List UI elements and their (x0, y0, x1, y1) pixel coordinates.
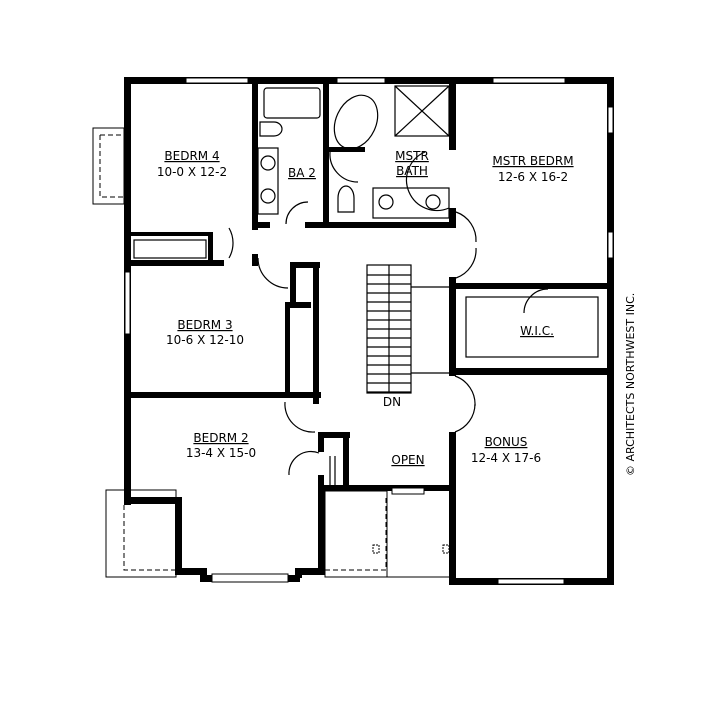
room-size-bedrm3: 10-6 X 12-10 (166, 333, 244, 347)
room-labels: BEDRM 4 10-0 X 12-2 BA 2 MSTR BATH MSTR … (157, 149, 574, 467)
shower (394, 85, 450, 137)
room-name-bedrm3: BEDRM 3 (177, 318, 232, 332)
wic-shelf (465, 296, 599, 358)
stair (366, 264, 449, 394)
room-name-mstr-bedrm: MSTR BEDRM (492, 154, 573, 168)
room-size-bedrm4: 10-0 X 12-2 (157, 165, 227, 179)
windows (124, 77, 614, 585)
decks (92, 127, 450, 578)
room-name-ba2: BA 2 (288, 166, 316, 180)
room-name-mstr-bath-2: BATH (396, 164, 428, 178)
room-name-open: OPEN (391, 453, 424, 467)
room-size-bedrm2: 13-4 X 15-0 (186, 446, 256, 460)
room-name-bedrm2: BEDRM 2 (193, 431, 248, 445)
room-size-mstr-bedrm: 12-6 X 16-2 (498, 170, 568, 184)
room-name-wic: W.I.C. (520, 324, 554, 338)
oval-tub (333, 94, 379, 150)
interior-walls (124, 84, 614, 491)
stair-label: DN (383, 395, 401, 409)
room-size-bonus: 12-4 X 17-6 (471, 451, 541, 465)
room-name-bonus: BONUS (485, 435, 528, 449)
watermark: © ARCHITECTS NORTHWEST INC. (624, 293, 637, 476)
toilet-ba2 (259, 121, 283, 137)
room-name-bedrm4: BEDRM 4 (164, 149, 219, 163)
toilet-mstr (337, 185, 355, 213)
fixtures (133, 85, 599, 485)
room-name-mstr-bath-1: MSTR (395, 149, 429, 163)
bathtub (263, 87, 321, 119)
